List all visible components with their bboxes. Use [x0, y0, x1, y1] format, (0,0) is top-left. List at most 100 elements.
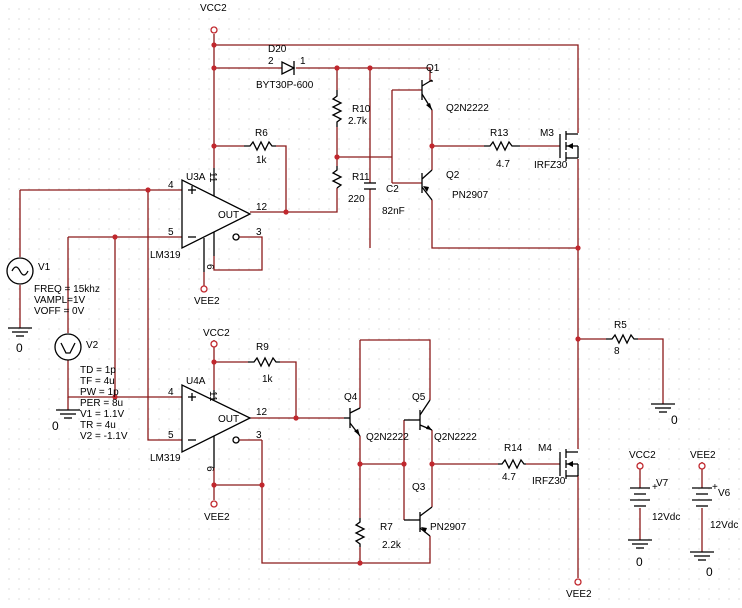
m3-ref: M3: [540, 128, 554, 139]
r5-ref: R5: [614, 320, 627, 331]
r11-ref: R11: [352, 172, 370, 183]
r13-value: 4.7: [496, 159, 510, 170]
u4a-pin-out: 12: [256, 407, 268, 418]
d20-pin-a: 2: [268, 56, 274, 67]
u4a-part: LM319: [150, 453, 181, 464]
ground-g2-label: 0: [52, 419, 59, 433]
diode-d20: D20 2 1 BYT30P-600: [256, 44, 314, 91]
vee2-u3-label: VEE2: [194, 296, 220, 307]
transistor-q4: Q4 Q2N2222: [344, 392, 409, 443]
vcc2-mid-label: VCC2: [203, 328, 230, 339]
c2-value: 82nF: [382, 206, 405, 217]
resistor-r11: R11 220: [331, 166, 370, 205]
v2-param-1: TF = 4u: [80, 376, 115, 387]
v6-ref: V6: [718, 488, 731, 499]
u4a-pin-plus: 4: [168, 387, 174, 398]
ground-g1: 0: [8, 327, 32, 355]
transistor-q1: Q1 Q2N2222: [421, 63, 489, 114]
r14-ref: R14: [504, 443, 523, 454]
resistor-r14: R14 4.7: [498, 443, 526, 483]
transistor-q3: Q3 PN2907: [404, 482, 467, 537]
vcc2-mid-port: VCC2: [203, 328, 230, 348]
v7-ref: V7: [656, 478, 669, 489]
q2-ref: Q2: [446, 170, 460, 181]
r11-value: 220: [348, 194, 365, 205]
resistor-r13: R13 4.7: [484, 128, 520, 170]
v2-param-6: V2 = -1.1V: [80, 431, 128, 442]
v7-value: 12Vdc: [652, 512, 680, 523]
vcc2-top-label: VCC2: [200, 3, 227, 14]
r6-ref: R6: [255, 128, 268, 139]
q2-part: PN2907: [452, 190, 489, 201]
u4a-out-label: OUT: [218, 414, 239, 425]
u3a-ref: U3A: [186, 172, 206, 183]
u3a-part: LM319: [150, 250, 181, 261]
q5-ref: Q5: [412, 392, 426, 403]
ground-g4-label: 0: [636, 555, 643, 569]
ground-g2: 0: [52, 409, 80, 433]
comparator-u3a: U3A 4 5 11 6 12 3 OUT LM319: [150, 168, 268, 272]
r7-value: 2.2k: [382, 540, 402, 551]
v2-ref: V2: [86, 340, 99, 351]
u3a-pin-plus: 4: [168, 180, 174, 191]
u4a-pin-gnd: 3: [256, 430, 262, 441]
q4-part: Q2N2222: [366, 432, 409, 443]
v2-param-4: V1 = 1.1V: [80, 409, 125, 420]
r7-ref: R7: [380, 522, 393, 533]
u3a-pin-minus: 5: [168, 227, 174, 238]
vee2-u4-port: VEE2: [204, 500, 230, 523]
u3a-out-label: OUT: [218, 210, 239, 221]
ground-g5-label: 0: [706, 565, 713, 579]
ground-g5: 0: [690, 551, 714, 579]
v6-plus: +: [712, 482, 718, 493]
c2-ref: C2: [386, 184, 399, 195]
vee2-v6-port: VEE2: [690, 450, 716, 470]
wires: [19, 34, 703, 578]
d20-part: BYT30P-600: [256, 80, 314, 91]
junctions: [112, 42, 581, 566]
resistor-r7: R7 2.2k: [354, 518, 402, 551]
v2-param-2: PW = 1p: [80, 387, 119, 398]
u3a-pin-out: 12: [256, 202, 268, 213]
r14-value: 4.7: [502, 472, 516, 483]
v1-ref: V1: [38, 262, 51, 273]
mosfet-m3: M3 IRFZ30: [534, 128, 579, 171]
r6-value: 1k: [256, 155, 268, 166]
r10-value: 2.7k: [348, 116, 368, 127]
vee2-u3-port: VEE2: [194, 285, 220, 307]
u3a-pin-gnd: 3: [256, 227, 262, 238]
r10-ref: R10: [352, 104, 371, 115]
q3-part: PN2907: [430, 522, 467, 533]
r9-value: 1k: [262, 374, 274, 385]
u4a-pin-vplus: 11: [207, 391, 218, 402]
ground-g3-label: 0: [671, 413, 678, 427]
ground-g4: 0: [628, 539, 652, 569]
v1-param-1: VAMPL=1V: [34, 295, 86, 306]
d20-pin-k: 1: [300, 56, 306, 67]
m4-part: IRFZ30: [532, 476, 566, 487]
transistor-q5: Q5 Q2N2222: [404, 392, 477, 443]
vcc2-v7-port: VCC2: [629, 450, 656, 470]
v1-param-2: VOFF = 0V: [34, 306, 85, 317]
r13-ref: R13: [490, 128, 509, 139]
source-v1: V1 FREQ = 15khz VAMPL=1V VOFF = 0V: [6, 257, 100, 317]
v2-param-3: PER = 8u: [80, 398, 123, 409]
u4a-ref: U4A: [186, 376, 206, 387]
transistor-q2: Q2 PN2907: [421, 169, 489, 201]
r5-value: 8: [614, 346, 620, 357]
vee2-v6-label: VEE2: [690, 450, 716, 461]
resistor-r5: R5 8: [606, 320, 638, 357]
source-v2: V2 TD = 1p TF = 4u PW = 1p PER = 8u V1 =…: [54, 333, 128, 442]
q1-part: Q2N2222: [446, 103, 489, 114]
vcc2-top-port: VCC2: [200, 3, 227, 34]
vcc2-v7-label: VCC2: [629, 450, 656, 461]
q5-part: Q2N2222: [434, 432, 477, 443]
resistor-r9: R9 1k: [248, 342, 280, 385]
vee2-u4-label: VEE2: [204, 512, 230, 523]
u3a-pin-vplus: 11: [207, 172, 218, 183]
resistor-r6: R6 1k: [244, 128, 276, 166]
r9-ref: R9: [256, 342, 269, 353]
q3-ref: Q3: [412, 482, 426, 493]
